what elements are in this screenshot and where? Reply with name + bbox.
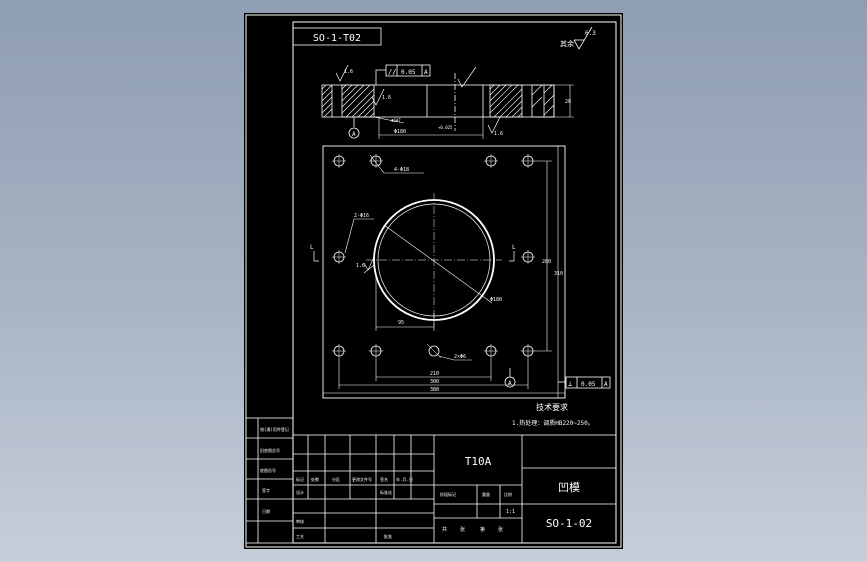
sign-process: 工艺 — [296, 534, 304, 539]
scale-value: 1:1 — [506, 509, 515, 515]
datum-a-symbol — [348, 117, 360, 139]
dim-right-1: 280 — [542, 259, 551, 265]
right-dimensions — [535, 145, 565, 398]
weight-label: 重量 — [482, 491, 490, 497]
sign-review: 审核 — [296, 518, 304, 524]
roughness-value: 6.3 — [585, 30, 596, 37]
left-col-1: 借(通)用件登记 — [260, 426, 289, 432]
datum-a-bottom-text: A — [508, 380, 512, 387]
left-col-5: 日期 — [262, 508, 270, 514]
hdr-sign: 签名 — [380, 476, 388, 482]
dim-bottom-2: 300 — [430, 379, 439, 385]
approve-label: 批准 — [384, 533, 392, 539]
plate-outline — [322, 145, 566, 399]
sheet-1: 共 — [442, 526, 447, 533]
left-column-box — [245, 417, 294, 544]
hole-callout-4x: 4-Φ18 — [394, 167, 409, 173]
tech-req-title: 技术要求 — [536, 402, 568, 412]
sheet-3: 第 — [480, 526, 485, 533]
perp-symbol: ⊥ — [568, 380, 572, 388]
section-mark-right: L — [512, 244, 516, 251]
section-roughness-1: 1.6 — [344, 69, 353, 75]
bolt-hole-crosses — [332, 154, 535, 359]
radius-label: Φ180 — [490, 297, 502, 303]
bore-dim-text: Φ180 — [394, 129, 406, 135]
title-block — [292, 434, 617, 544]
parallel-value: 0.05 — [401, 69, 416, 76]
hdr-date: 年.月.日 — [396, 476, 413, 482]
pin-callout: 2-Φ16 — [354, 213, 369, 219]
parallel-datum: A — [424, 69, 428, 76]
plan-roughness-mark — [363, 256, 375, 271]
perp-datum: A — [604, 381, 608, 388]
left-col-3: 底图总号 — [260, 467, 276, 473]
roughness-symbol — [573, 26, 593, 50]
pin-note: 2×Φ6 — [454, 354, 466, 360]
part-name: 凹模 — [558, 481, 580, 494]
section-roughness-marks — [335, 64, 501, 134]
bottom-dimensions — [322, 358, 565, 398]
center-lines — [366, 193, 502, 327]
hole-callouts — [344, 154, 472, 361]
sheet-4: 张 — [498, 526, 503, 533]
dim-bottom-3: 380 — [430, 387, 439, 393]
half-bore-dimension — [375, 273, 435, 331]
perp-tolerance-frame — [558, 376, 611, 389]
section-roughness-3: 1.6 — [494, 131, 503, 137]
dim-right-2: 310 — [554, 271, 563, 277]
sign-design: 设计 — [296, 489, 304, 495]
perp-value: 0.05 — [581, 381, 596, 388]
plan-roughness: 1.6 — [356, 263, 365, 269]
hdr-zone: 分区 — [332, 476, 340, 482]
drawing-number: SO-1-02 — [546, 517, 592, 530]
cad-drawing-sheet: SO-1-T02 其余 6.3 — [244, 13, 623, 549]
bore-dimension — [373, 116, 484, 139]
roughness-other-label: 其余 — [560, 39, 574, 48]
parallel-tolerance-frame — [375, 64, 431, 85]
bore-dim-tol: +0.025 — [438, 125, 453, 130]
ratio-label: 比例 — [504, 491, 512, 497]
outer-frame — [245, 14, 622, 548]
height-dimension — [554, 84, 574, 118]
section-hatch — [321, 84, 555, 118]
hdr-file: 更改文件号 — [352, 476, 372, 482]
stage-label: 阶段标记 — [440, 491, 456, 497]
section-roughness-2: 1.6 — [382, 95, 391, 101]
half-bore-text: 95 — [398, 320, 404, 326]
dim-bottom-1: 210 — [430, 371, 439, 377]
parallel-symbol: // — [388, 68, 396, 76]
drawing-code-top: SO-1-T02 — [313, 33, 361, 44]
section-markers — [313, 251, 515, 262]
sheet-2: 张 — [460, 526, 465, 533]
datum-a-text: A — [352, 131, 356, 138]
code-box — [292, 27, 382, 46]
sheet-background — [244, 13, 623, 549]
datum-a-bottom — [504, 368, 516, 388]
height-dim-text: 20 — [565, 99, 571, 105]
radius-leader — [383, 224, 493, 304]
section-misc-dim: Φ6H7 — [391, 118, 401, 123]
section-mark-left: L — [310, 244, 314, 251]
left-col-2: 旧底图总号 — [260, 447, 280, 453]
hdr-mark: 标记 — [296, 476, 304, 482]
tech-req-text: 1.热处理：调质HB220~250。 — [512, 419, 594, 427]
material: T10A — [465, 455, 492, 468]
left-col-4: 签字 — [262, 487, 270, 493]
hdr-count: 处数 — [311, 476, 319, 482]
std-label: 标准化 — [380, 489, 392, 495]
